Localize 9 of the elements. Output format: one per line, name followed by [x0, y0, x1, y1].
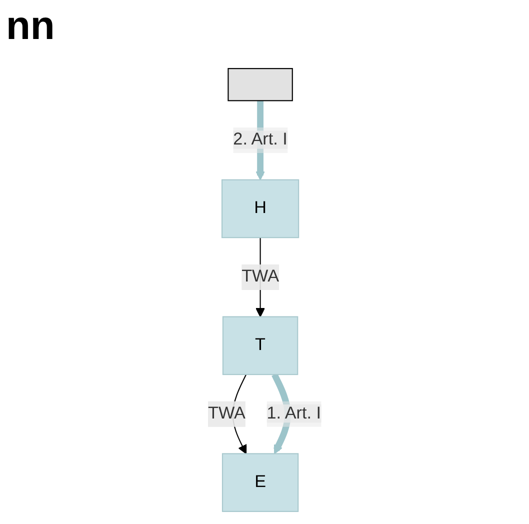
- title: nn: [6, 4, 55, 49]
- edge-label: TWA: [242, 268, 279, 286]
- edge-label: TWA: [208, 404, 246, 423]
- edge-label: 2. Art. I: [233, 130, 288, 149]
- node-box: T: [222, 316, 298, 376]
- node-box: [228, 68, 293, 102]
- node-box: E: [222, 453, 299, 512]
- edge-label: 1. Art. I: [266, 404, 322, 423]
- node-box: H: [221, 179, 300, 238]
